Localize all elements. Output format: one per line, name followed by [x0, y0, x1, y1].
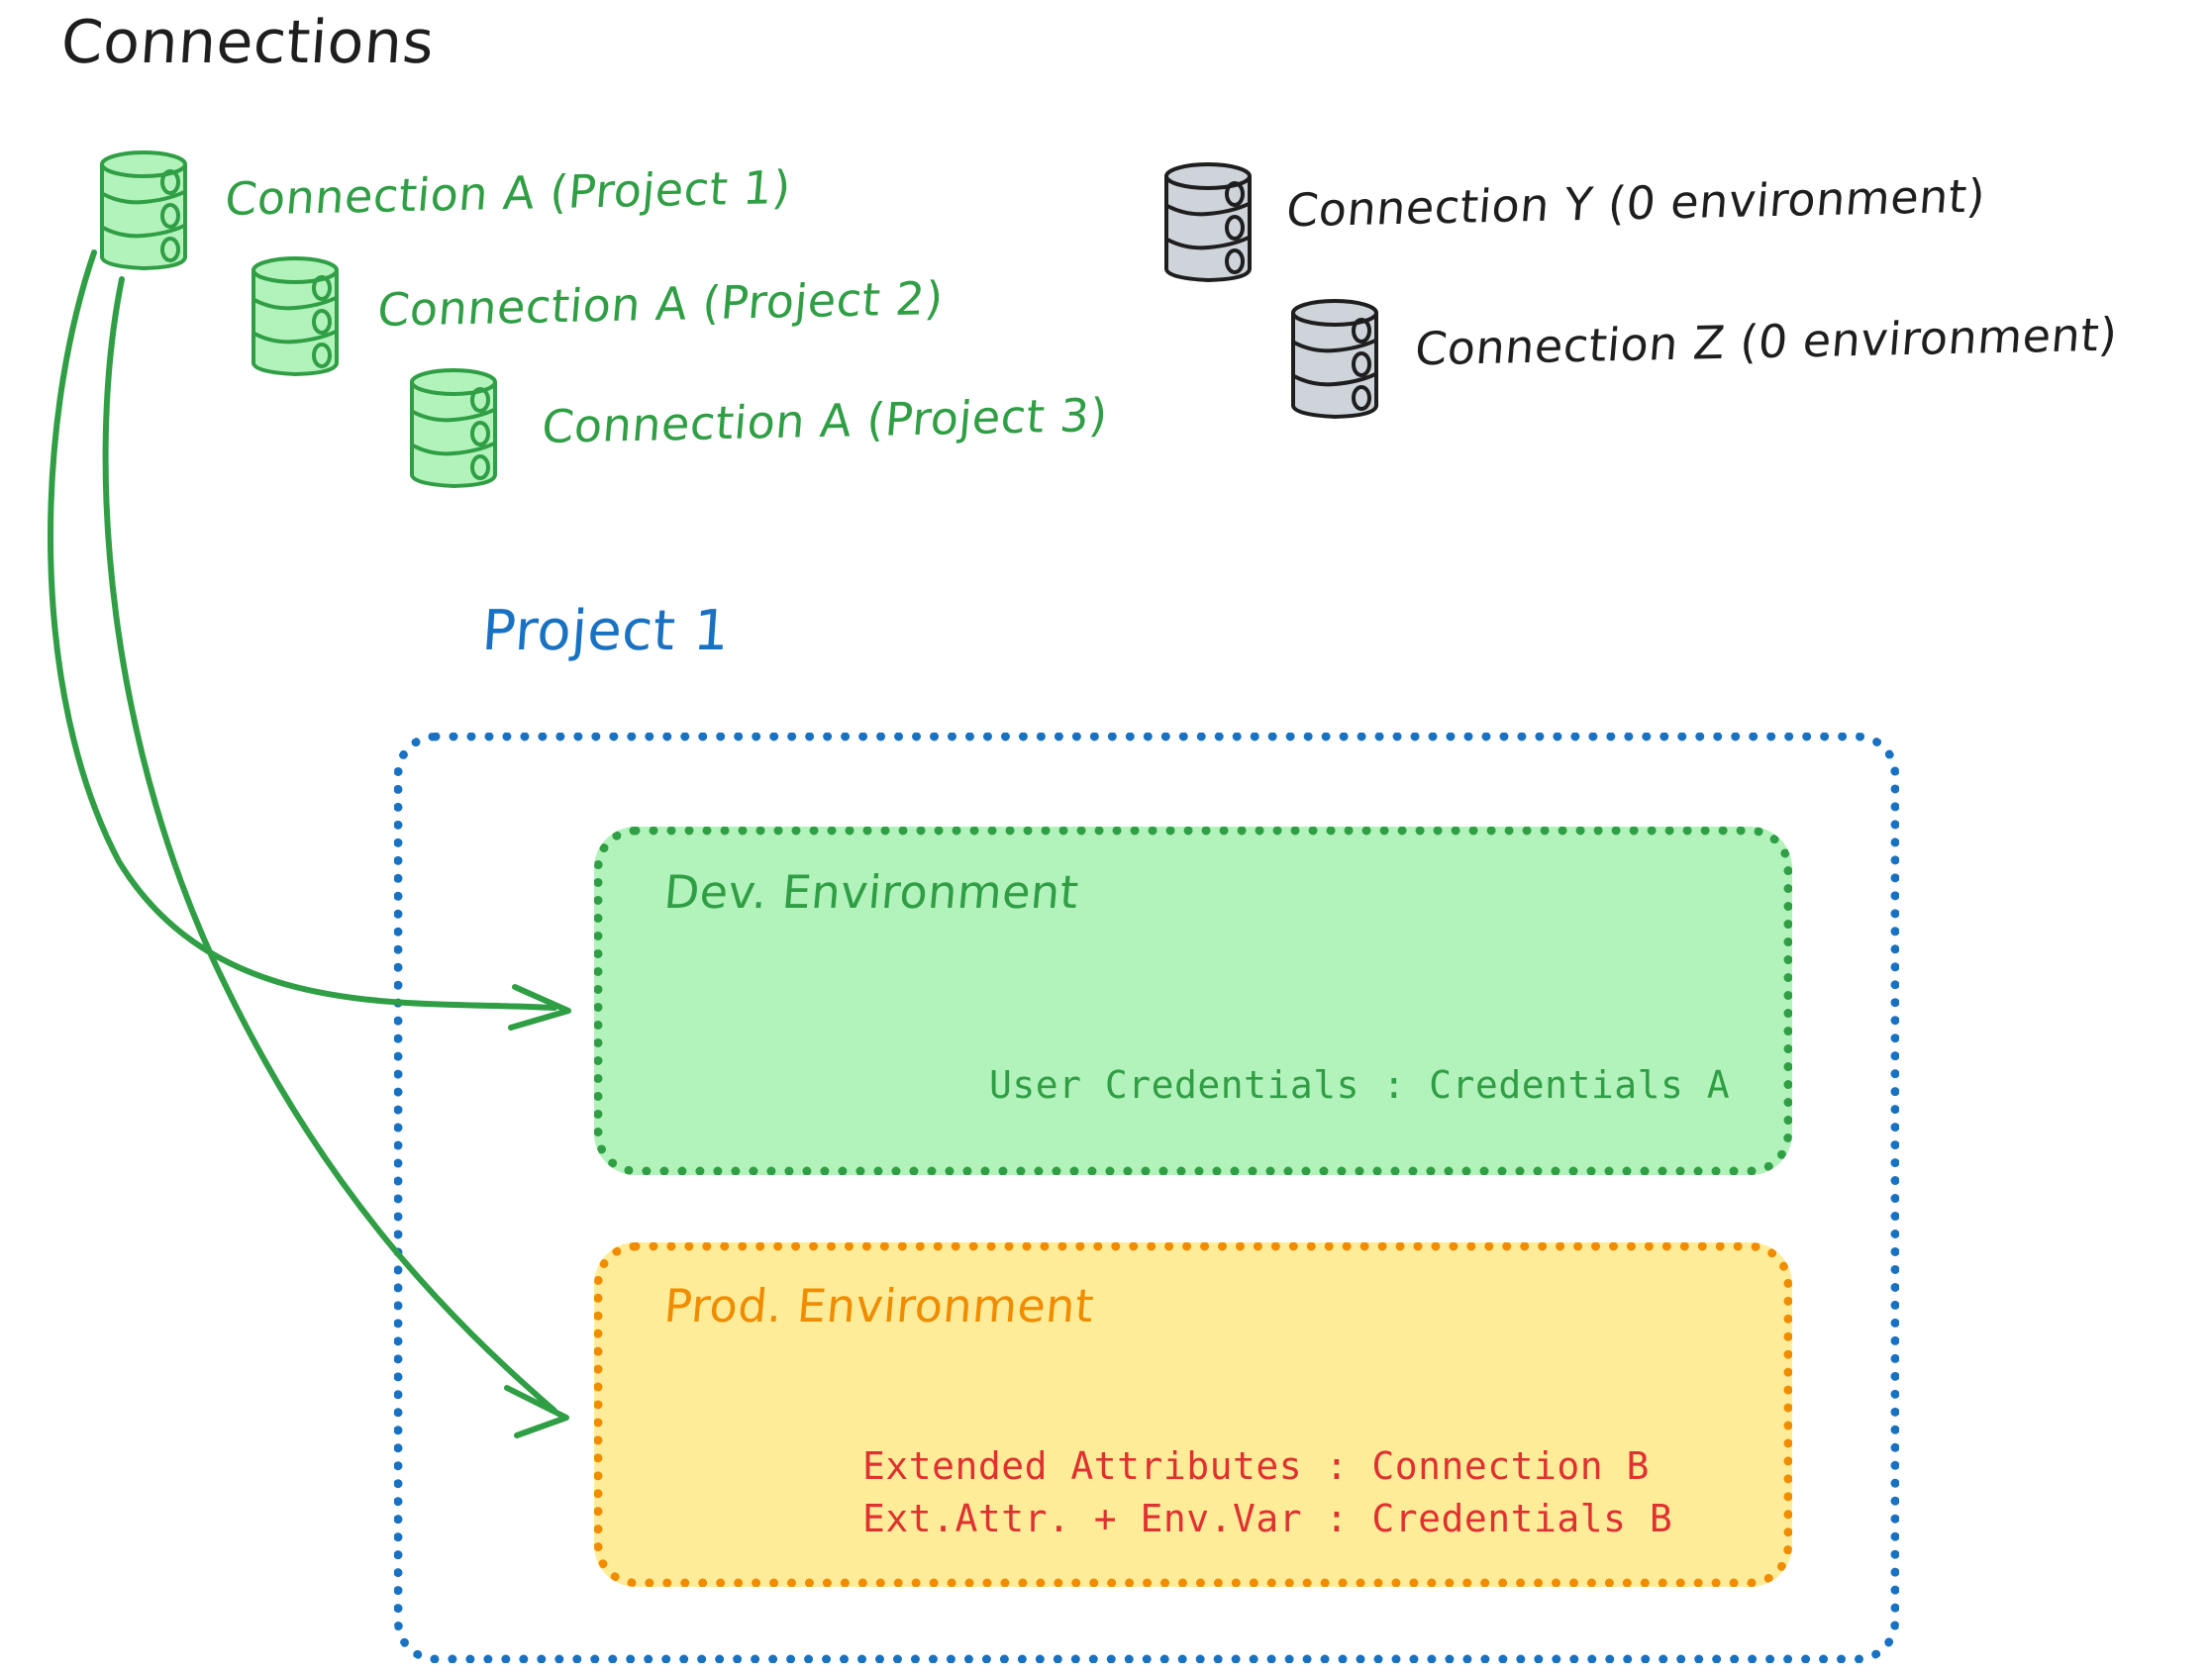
page-title-project: Project 1 [479, 599, 732, 663]
prod-environment-title: Prod. Environment [661, 1279, 1097, 1332]
database-icon-connection-z[interactable] [1285, 295, 1384, 424]
database-label-connection-a-project-2: Connection A (Project 2) [375, 271, 946, 337]
database-icon-connection-y[interactable] [1158, 158, 1257, 287]
database-label-connection-z: Connection Z (0 environment) [1413, 307, 2120, 376]
page-title-connections: Connections [58, 8, 437, 77]
dev-environment-title: Dev. Environment [661, 865, 1081, 919]
database-icon-connection-a-project-3[interactable] [404, 364, 503, 493]
database-label-connection-a-project-3: Connection A (Project 3) [540, 388, 1110, 453]
database-label-connection-a-project-1: Connection A (Project 1) [223, 160, 793, 226]
prod-environment-row-extended-attributes: Extended Attributes : Connection B [862, 1444, 1650, 1488]
database-icon-connection-a-project-2[interactable] [246, 252, 345, 381]
database-icon-connection-a-project-1[interactable] [94, 147, 193, 275]
dev-environment-row-user-credentials: User Credentials : Credentials A [989, 1063, 1731, 1107]
prod-environment-row-ext-attr-env-var: Ext.Attr. + Env.Var : Credentials B [862, 1497, 1673, 1540]
prod-environment-box[interactable]: Prod. Environment Extended Attributes : … [594, 1242, 1792, 1587]
database-label-connection-y: Connection Y (0 environment) [1284, 168, 1988, 238]
dev-environment-box[interactable]: Dev. Environment User Credentials : Cred… [594, 827, 1792, 1175]
